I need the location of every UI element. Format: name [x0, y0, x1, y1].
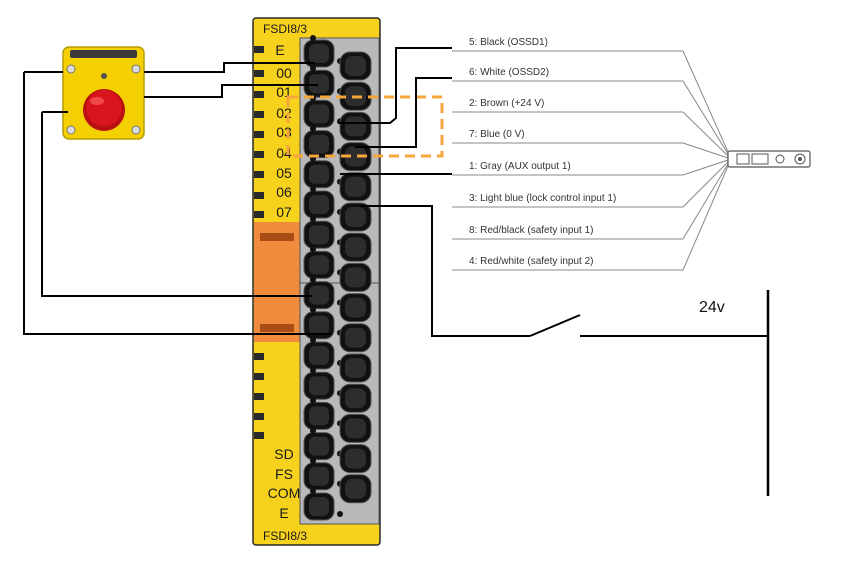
- terminal-dot: [310, 216, 316, 223]
- terminal-label-03: 03: [276, 124, 292, 140]
- switch-icon: [500, 314, 768, 337]
- terminal-dot: [310, 337, 316, 343]
- terminal-dot: [310, 186, 316, 192]
- sensor-wire-lead: [682, 142, 729, 159]
- terminal-label-e: E: [275, 42, 284, 58]
- sensor-wire-lead: [682, 163, 729, 240]
- terminal-dot: [310, 306, 316, 313]
- terminal-label-06: 06: [276, 184, 292, 200]
- terminal-label-05: 05: [276, 165, 292, 181]
- sensor-wire-lead: [682, 165, 729, 271]
- terminal-dot: [310, 427, 316, 434]
- sensor-wire-lead: [682, 111, 729, 157]
- terminal-dot: [310, 125, 316, 132]
- sensor-wire-label: 4: Red/white (safety input 2): [469, 256, 594, 267]
- module-tab-mark: [254, 70, 264, 77]
- terminal-label-02: 02: [276, 105, 292, 121]
- module-tab-mark: [254, 46, 264, 53]
- terminal-label-fs: FS: [275, 466, 293, 482]
- module-tab-mark: [254, 151, 264, 158]
- sensor-wire-label: 2: Brown (+24 V): [469, 98, 544, 109]
- ossd-wiring: [338, 47, 500, 337]
- module-tab-mark: [254, 91, 264, 98]
- sensor-wire-label: 3: Light blue (lock control input 1): [469, 193, 616, 204]
- sensor-wire-lead: [682, 80, 729, 155]
- terminal-dot: [310, 246, 316, 253]
- sensor-wire-label: 8: Red/black (safety input 1): [469, 225, 594, 236]
- terminal-label-04: 04: [276, 145, 292, 161]
- sensor-wire-lead: [682, 161, 729, 208]
- terminal-dot: [310, 276, 316, 283]
- terminal-label-sd: SD: [274, 446, 293, 462]
- module-tab-mark: [254, 413, 264, 420]
- sensor-wire-label: 1: Gray (AUX output 1): [469, 161, 571, 172]
- supply-label: 24v: [699, 299, 725, 316]
- module-tab-mark: [254, 373, 264, 380]
- terminal-label-07: 07: [276, 204, 292, 220]
- module-tab-mark: [254, 111, 264, 118]
- module-tab-mark: [254, 171, 264, 178]
- emergency-stop-button-icon: [62, 46, 145, 140]
- sensor-cable: 5: Black (OSSD1) 6: White (OSSD2) 2: Brown…: [452, 37, 729, 271]
- terminal-dot: [310, 65, 316, 72]
- terminal-dot: [310, 397, 316, 404]
- terminal-label-00: 00: [276, 65, 292, 81]
- safety-sensor-icon: [727, 150, 811, 168]
- module-tab-mark: [254, 432, 264, 439]
- sensor-wire-label: 7: Blue (0 V): [469, 129, 525, 140]
- terminal-block: [303, 35, 372, 521]
- module-title-top: FSDI8/3: [263, 22, 307, 36]
- terminal-dot: [310, 367, 316, 374]
- terminal-dot: [337, 511, 343, 517]
- module-tab-mark: [254, 353, 264, 360]
- estop-wiring: [23, 62, 332, 335]
- terminal-dot: [310, 35, 316, 41]
- highlight-box: [286, 95, 444, 158]
- terminal-dot: [310, 488, 316, 494]
- sensor-wire-lead: [682, 159, 729, 176]
- sensor-wire-lead: [682, 50, 729, 153]
- terminal-label-com: COM: [268, 485, 301, 501]
- sensor-wire-label: 6: White (OSSD2): [469, 67, 549, 78]
- module-title-bottom: FSDI8/3: [263, 529, 307, 543]
- terminal-label-e-bottom: E: [279, 505, 288, 521]
- module-tab-mark: [254, 192, 264, 199]
- module-tab-mark: [254, 393, 264, 400]
- module-tab-mark: [254, 131, 264, 138]
- fsdi-module: FSDI8/3 FSDI8/3 E 00 01 02 03 04 05 06 0…: [252, 17, 381, 546]
- module-tab-mark: [254, 211, 264, 218]
- terminal-dot: [310, 457, 316, 464]
- sensor-wire-label: 5: Black (OSSD1): [469, 37, 548, 48]
